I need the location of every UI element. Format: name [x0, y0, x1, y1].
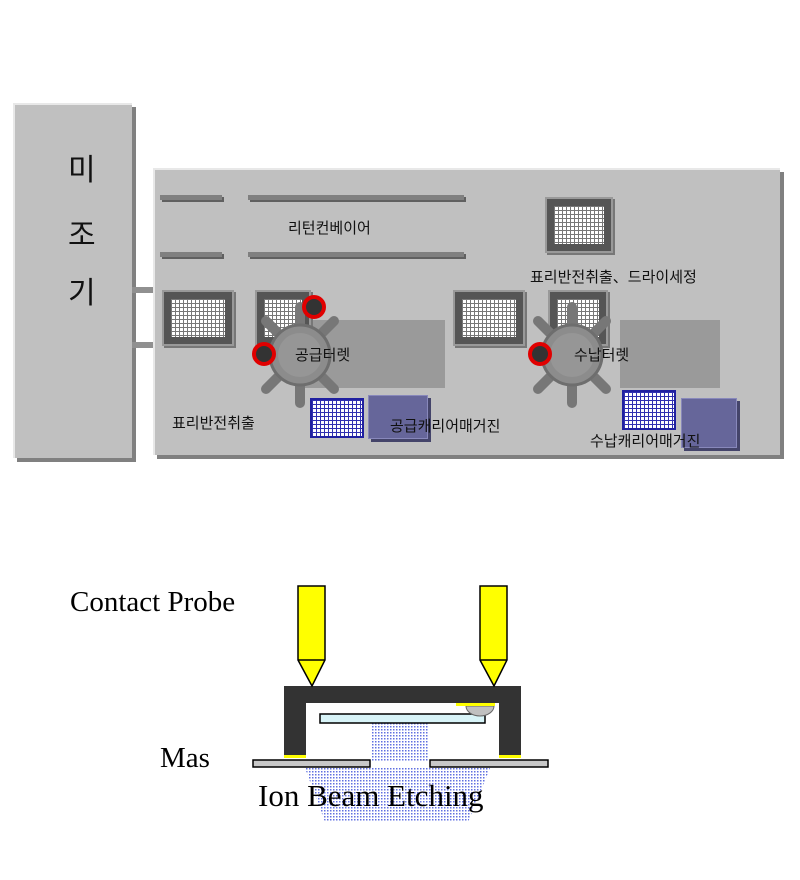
- holder-frame: [284, 686, 521, 757]
- conveyor-rail: [248, 195, 464, 200]
- supply-turret-label: 공급터렛: [295, 346, 351, 364]
- contact-probe-icon: [479, 585, 508, 688]
- conveyor-rail: [160, 195, 222, 200]
- storage-turret-icon: [533, 302, 611, 408]
- mask-plate: [252, 759, 371, 768]
- glass-plate: [319, 713, 486, 724]
- etching-setup-diagram: [252, 585, 549, 822]
- storage-magazine: [681, 398, 737, 448]
- supply-carrier-magazine-label: 공급캐리어매거진: [390, 417, 501, 435]
- ion-beam: [305, 723, 490, 822]
- machine-block: [13, 103, 132, 458]
- contact-probe-icon: [297, 585, 326, 688]
- flip-takeout-label: 표리반전취출: [172, 414, 255, 432]
- tray: [545, 197, 613, 253]
- return-conveyor-label: 리턴컨베이어: [288, 219, 371, 237]
- storage-carrier: [622, 390, 676, 430]
- transfer-area: [620, 320, 720, 388]
- supply-carrier: [310, 398, 364, 438]
- conveyor-rail: [248, 252, 464, 257]
- storage-turret-label: 수납터렛: [574, 346, 630, 364]
- red-marker-icon: [302, 295, 326, 319]
- machine-label-2: 조: [68, 218, 96, 253]
- supply-magazine: [368, 395, 428, 439]
- machine-label-1: 미: [68, 153, 96, 188]
- mask-label: Mas: [160, 742, 210, 774]
- conveyor-rail: [160, 252, 222, 257]
- connector: [132, 342, 154, 348]
- mask-plate: [429, 759, 549, 768]
- ion-beam-etching-label: Ion Beam Etching: [258, 778, 484, 813]
- tray: [162, 290, 234, 346]
- machine-label-3: 기: [68, 276, 96, 311]
- contact-probe-label: Contact Probe: [70, 586, 236, 618]
- red-marker-icon: [528, 342, 552, 366]
- storage-carrier-magazine-label: 수납캐리어매거진: [590, 432, 701, 450]
- connector: [132, 287, 154, 293]
- tray: [453, 290, 525, 346]
- red-marker-icon: [252, 342, 276, 366]
- flip-dry-clean-label: 표리반전취출、드라이세정: [530, 268, 697, 286]
